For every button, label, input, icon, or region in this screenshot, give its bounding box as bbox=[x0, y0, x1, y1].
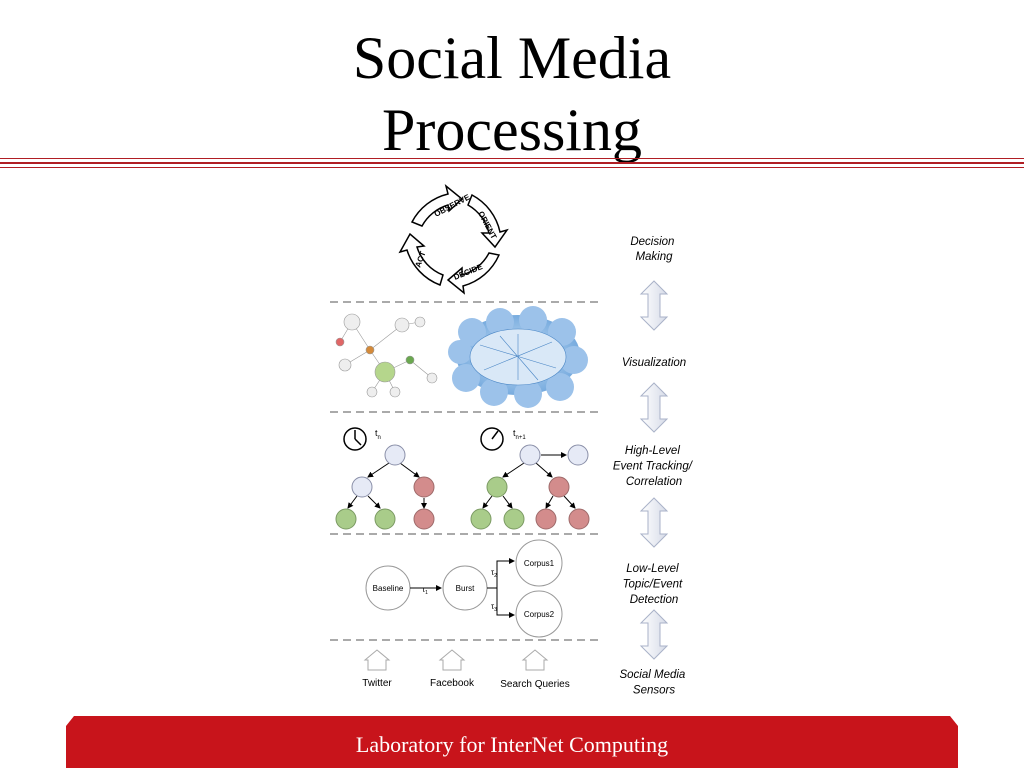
burst-label: Burst bbox=[456, 584, 475, 593]
ooda-arrow-orient bbox=[467, 193, 509, 249]
network-graph-image bbox=[335, 313, 438, 398]
corpus2-node bbox=[515, 590, 563, 638]
tree-node bbox=[413, 476, 435, 498]
corpus2-label: Corpus2 bbox=[524, 610, 555, 619]
event-tracking-diagram: tn tn+1 bbox=[335, 427, 590, 530]
time-label-tn1: tn+1 bbox=[513, 428, 526, 441]
title-rule-thin-top bbox=[0, 158, 1024, 159]
ooda-arrow-observe bbox=[410, 183, 464, 227]
visualization-label: Visualization bbox=[622, 357, 686, 369]
title-rule-thin-bottom bbox=[0, 167, 1024, 168]
tree-node bbox=[374, 508, 396, 530]
social-media-sources: Twitter Facebook Search Queries bbox=[362, 649, 570, 690]
ooda-arrow-act bbox=[398, 232, 444, 286]
facebook-label: Facebook bbox=[430, 678, 475, 689]
page-title: Social Media Processing bbox=[0, 22, 1024, 166]
tree-node bbox=[351, 476, 373, 498]
layer-separators bbox=[330, 301, 600, 641]
edge-burst-corpus1 bbox=[487, 558, 515, 589]
up-arrow-icon bbox=[438, 649, 466, 671]
tree-node bbox=[568, 508, 590, 530]
clock-icon bbox=[343, 427, 367, 451]
decision-making-label: Decision Making bbox=[630, 236, 677, 263]
social-media-sensors-label: Social Media Sensors bbox=[619, 669, 688, 697]
footer-label: Laboratory for InterNet Computing bbox=[355, 732, 669, 757]
double-arrow-icon bbox=[639, 497, 669, 548]
ooda-arrow-decide bbox=[446, 252, 501, 295]
double-arrow-icon bbox=[639, 280, 669, 331]
tree-node bbox=[567, 444, 589, 466]
footer-band bbox=[66, 716, 958, 768]
tree-node bbox=[470, 508, 492, 530]
double-arrow-icon bbox=[639, 609, 669, 660]
tree-node bbox=[335, 508, 357, 530]
tau1-label: τ1 bbox=[422, 585, 428, 596]
clock-icon bbox=[480, 427, 504, 451]
corpus1-label: Corpus1 bbox=[524, 559, 555, 568]
up-arrow-icon bbox=[521, 649, 549, 671]
ooda-loop: OBSERVE ORIENT DECIDE ACT bbox=[398, 183, 509, 295]
double-arrow-icon bbox=[639, 382, 669, 433]
tree-node bbox=[384, 444, 406, 466]
time-label-tn: tn bbox=[375, 428, 381, 441]
tree-node bbox=[486, 476, 508, 498]
up-arrow-icon bbox=[363, 649, 391, 671]
tree-node bbox=[519, 444, 541, 466]
tau3-label: τ3 bbox=[491, 602, 497, 613]
tree-node bbox=[548, 476, 570, 498]
tree-node bbox=[535, 508, 557, 530]
high-level-label: High-Level Event Tracking/ Correlation bbox=[613, 445, 695, 488]
detection-state-machine: Baseline Burst Corpus1 Corpus2 τ1 τ2 τ3 bbox=[365, 539, 563, 638]
baseline-label: Baseline bbox=[373, 584, 404, 593]
edge-burst-corpus2 bbox=[496, 588, 515, 618]
tree-node bbox=[413, 508, 435, 530]
search-queries-label: Search Queries bbox=[500, 679, 569, 690]
twitter-label: Twitter bbox=[362, 678, 392, 689]
tree-edges bbox=[347, 452, 576, 509]
cloud-cluster-image bbox=[448, 306, 588, 408]
title-line-2: Processing bbox=[382, 97, 642, 163]
title-line-1: Social Media bbox=[352, 25, 672, 91]
tree-node bbox=[503, 508, 525, 530]
tau2-label: τ2 bbox=[491, 568, 497, 579]
low-level-label: Low-Level Topic/Event Detection bbox=[623, 563, 686, 606]
layer-labels: Decision Making Visualization High-Level… bbox=[613, 236, 695, 697]
title-rule-thick bbox=[0, 162, 1024, 164]
corpus1-node bbox=[515, 539, 563, 587]
layer-arrows bbox=[639, 280, 669, 660]
